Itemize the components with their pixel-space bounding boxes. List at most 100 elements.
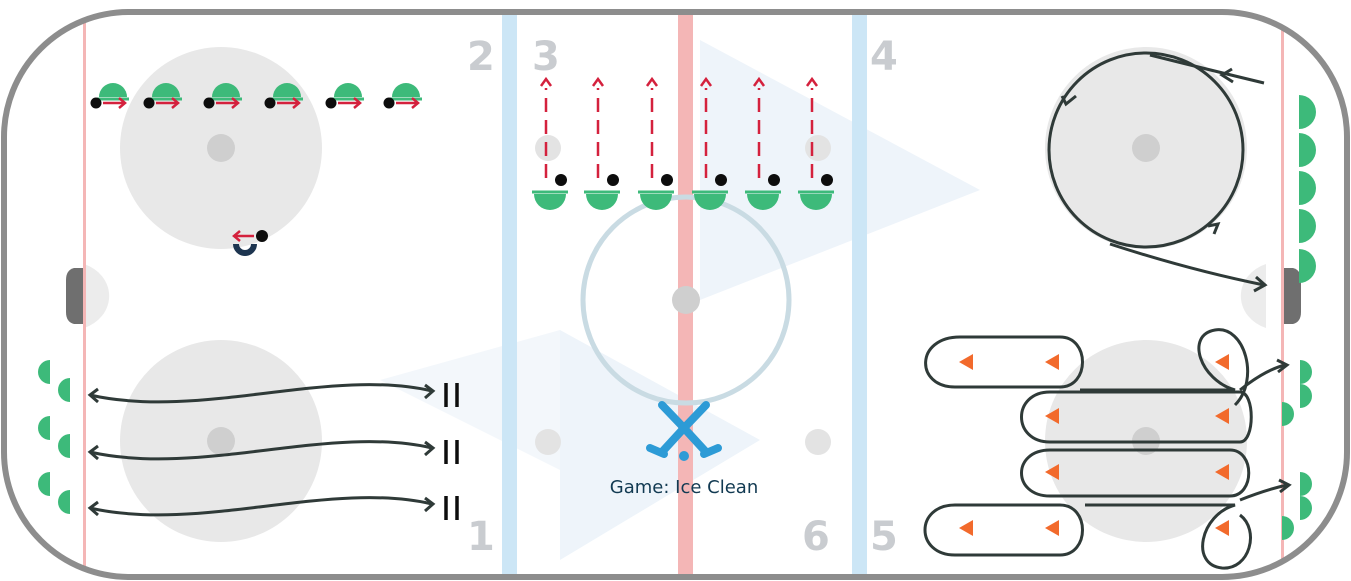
- goal-crease-left: [84, 264, 110, 328]
- zone-number-6: 6: [802, 514, 830, 560]
- skate-path: [924, 335, 1084, 389]
- cone-icon: [1045, 464, 1059, 480]
- player-icon: [1299, 95, 1316, 129]
- blue-line-right: [852, 12, 867, 577]
- faceoff-dot: [1132, 134, 1160, 162]
- goal-line-right: [1281, 12, 1284, 577]
- player-icon: [38, 472, 50, 496]
- watermark-triangle: [700, 40, 980, 300]
- zone-5-drill: [923, 328, 1312, 570]
- player-icon: [38, 416, 50, 440]
- cone-icon: [1215, 464, 1229, 480]
- pass-arrowhead: [231, 97, 240, 109]
- player-icon: [58, 378, 70, 402]
- puck-icon: [768, 174, 780, 186]
- player-icon: [38, 360, 50, 384]
- pass-arrowhead: [591, 76, 605, 87]
- puck-icon: [256, 230, 268, 242]
- player-icon: [586, 194, 618, 210]
- cone-icon: [959, 520, 973, 536]
- player-icon: [58, 490, 70, 514]
- pass-arrowhead: [645, 76, 659, 87]
- faceoff-dot: [672, 286, 700, 314]
- player-icon: [694, 194, 726, 210]
- zone-4-drill: [1047, 51, 1268, 293]
- pass-arrowhead: [118, 97, 127, 109]
- player-icon: [99, 83, 127, 97]
- pass-arrowhead: [171, 97, 180, 109]
- faceoff-dot: [535, 135, 561, 161]
- pass-arrowhead: [353, 97, 362, 109]
- skate-path: [1085, 503, 1252, 570]
- puck-icon: [679, 451, 689, 461]
- pass-arrowhead: [752, 76, 766, 87]
- player-icon: [800, 194, 832, 210]
- cone-icon: [1215, 408, 1229, 424]
- cone-icon: [1215, 354, 1229, 370]
- faceoff-dot: [207, 134, 235, 162]
- puck-icon: [555, 174, 567, 186]
- skate-path-arrowhead: [424, 440, 436, 457]
- player-icon: [1282, 516, 1294, 540]
- pass-arrowhead: [805, 76, 819, 87]
- player-icon: [1300, 472, 1312, 496]
- player-icon: [212, 83, 240, 97]
- zone-number-5: 5: [870, 514, 898, 560]
- skate-path-entry: [1149, 53, 1265, 85]
- puck-icon: [90, 97, 102, 109]
- skate-path-loop: [1047, 51, 1245, 249]
- pass-arrowhead: [699, 76, 713, 87]
- player-icon: [152, 83, 180, 97]
- puck-icon: [821, 174, 833, 186]
- zone-1-drill: [38, 95, 1316, 520]
- player-icon: [1299, 209, 1316, 243]
- skate-path-arrowhead: [1278, 478, 1292, 494]
- skate-path: [1020, 448, 1251, 498]
- player-icon: [1299, 171, 1316, 205]
- skate-path: [89, 440, 433, 461]
- player-icon: [1282, 402, 1294, 426]
- puck-icon: [325, 97, 337, 109]
- cone-icon: [1215, 520, 1229, 536]
- player-icon: [534, 194, 566, 210]
- player-icon: [1300, 384, 1312, 408]
- pass-arrowhead: [539, 76, 553, 87]
- zone-2-drill: [90, 83, 422, 109]
- player-icon: [1299, 133, 1316, 167]
- skate-path-arrowhead: [424, 383, 436, 400]
- net-icon: [1284, 268, 1301, 324]
- player-icon: [1300, 360, 1312, 384]
- puck-icon: [264, 97, 276, 109]
- skate-path-exit: [1239, 363, 1286, 392]
- skate-path: [1080, 328, 1250, 407]
- cone-icon: [959, 354, 973, 370]
- skate-path: [89, 496, 433, 517]
- net-icon: [66, 268, 83, 324]
- center-circle: [580, 194, 792, 406]
- skate-path-arrowhead: [424, 496, 436, 513]
- blue-line-left: [502, 12, 517, 577]
- player-icon: [1299, 249, 1316, 283]
- faceoff-dot: [805, 135, 831, 161]
- skate-path-arrowhead: [1276, 358, 1290, 374]
- faceoff-dot: [805, 429, 831, 455]
- watermark-triangle: [560, 330, 760, 560]
- skate-path-arrowhead: [87, 444, 99, 461]
- puck-icon: [143, 97, 155, 109]
- zone-3-drill: [532, 76, 834, 210]
- zone-number-2: 2: [467, 34, 495, 80]
- skate-path: [1020, 390, 1253, 444]
- skate-path-exit: [1109, 242, 1265, 287]
- puck-icon: [715, 174, 727, 186]
- cone-icon: [1045, 520, 1059, 536]
- player-icon: [640, 194, 672, 210]
- skate-path: [89, 383, 433, 404]
- pass-arrowhead: [411, 97, 420, 109]
- puck-icon: [661, 174, 673, 186]
- player-icon: [273, 83, 301, 97]
- zone-number-3: 3: [532, 34, 560, 80]
- cone-icon: [1045, 354, 1059, 370]
- puck-icon: [203, 97, 215, 109]
- zone-number-4: 4: [870, 34, 898, 80]
